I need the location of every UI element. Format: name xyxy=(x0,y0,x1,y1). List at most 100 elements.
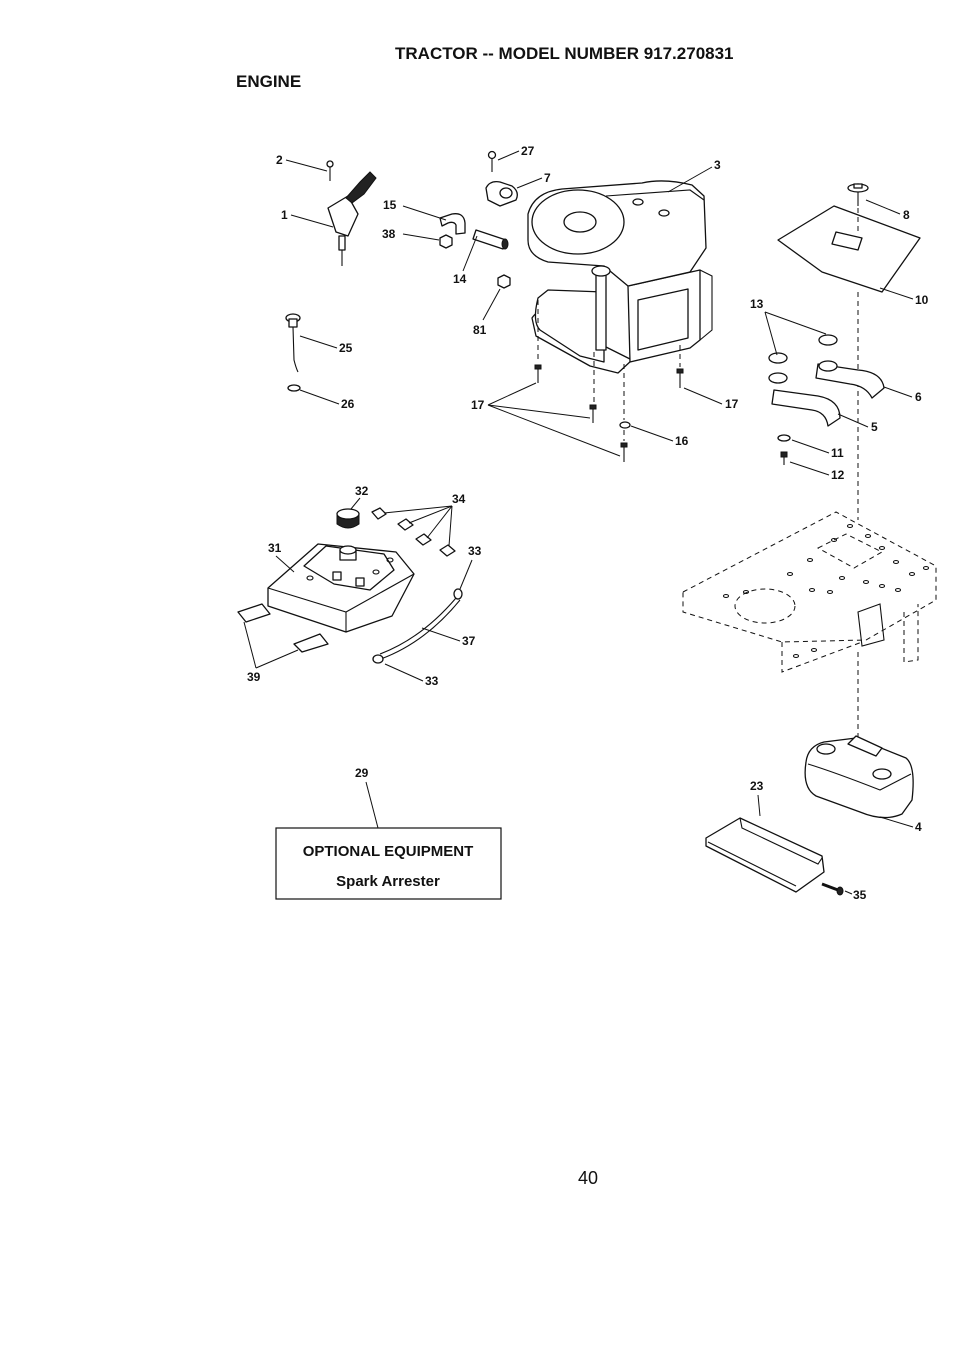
cable-end xyxy=(338,235,346,251)
leader-line xyxy=(426,505,453,539)
heat-shield-10 xyxy=(777,205,921,293)
muffler-inlet xyxy=(872,768,892,780)
pipe-6-flange xyxy=(818,360,838,372)
callout-label: 17 xyxy=(725,397,739,411)
callout-label: 23 xyxy=(750,779,764,793)
leader-line xyxy=(275,555,295,573)
frame-mount-bracket xyxy=(857,603,885,647)
frame-skirt xyxy=(781,641,863,673)
screw-27 xyxy=(487,150,497,160)
mounting-hole xyxy=(846,523,854,529)
leader-line xyxy=(789,461,830,476)
frame-mounting-holes xyxy=(722,523,930,659)
housing-fastener xyxy=(632,198,644,206)
dipstick-blade xyxy=(292,326,299,373)
leader-lines xyxy=(243,150,914,895)
heat-shield-cutout xyxy=(831,231,863,251)
page-title: TRACTOR -- MODEL NUMBER 917.270831 xyxy=(395,44,734,63)
leader-line xyxy=(630,425,674,442)
leader-line xyxy=(408,505,453,524)
fuel-line-fittings xyxy=(439,150,518,289)
callout-label: 7 xyxy=(544,171,551,185)
base-slot xyxy=(332,571,342,581)
leader-line xyxy=(299,335,338,349)
mounting-hole xyxy=(908,571,916,577)
optional-equipment-item: Spark Arrester xyxy=(336,873,440,890)
elbow-fitting-15 xyxy=(439,213,466,235)
leader-line xyxy=(402,205,447,221)
screw-35-head xyxy=(836,886,844,896)
base-hole xyxy=(306,575,314,581)
callout-label: 39 xyxy=(247,670,261,684)
bolt-17-head xyxy=(676,368,684,374)
callout-label: 37 xyxy=(462,634,476,648)
foam-pad-39 xyxy=(293,633,329,653)
nut-81 xyxy=(497,274,511,289)
leader-line xyxy=(365,781,379,829)
callout-label: 27 xyxy=(521,144,535,158)
housing-edge xyxy=(605,189,705,201)
callout-label: 81 xyxy=(473,323,487,337)
leader-line xyxy=(459,559,473,590)
exhaust-pipe-assembly xyxy=(768,334,885,465)
knob-32 xyxy=(336,508,360,520)
callout-label: 33 xyxy=(425,674,439,688)
optional-equipment-frame xyxy=(275,827,502,900)
leader-line xyxy=(844,890,853,895)
engine xyxy=(527,180,713,374)
frame-bracket xyxy=(903,604,919,663)
engine-mounting-hardware xyxy=(534,300,684,462)
callout-label: 5 xyxy=(871,420,878,434)
muffler-inlet xyxy=(816,743,836,755)
callout-label: 16 xyxy=(675,434,689,448)
mounting-hole xyxy=(922,565,930,571)
flywheel-hub xyxy=(563,211,597,233)
leader-line xyxy=(764,311,778,356)
shield-lip xyxy=(739,817,823,865)
dipstick-assembly xyxy=(285,313,301,392)
fuel-fitting-14 xyxy=(472,229,507,250)
mounting-hole xyxy=(892,559,900,565)
leader-line xyxy=(837,413,869,428)
washer-11 xyxy=(777,434,791,442)
callout-label: 3 xyxy=(714,158,721,172)
callout-label: 11 xyxy=(831,446,844,460)
foam-pad-39 xyxy=(237,603,271,623)
leader-line xyxy=(421,627,461,642)
callout-label: 25 xyxy=(339,341,353,355)
leader-line xyxy=(764,311,827,335)
leader-line xyxy=(243,621,257,669)
mounting-hole xyxy=(830,537,838,543)
leader-line xyxy=(290,214,334,228)
section-heading: ENGINE xyxy=(236,72,301,91)
mounting-hole xyxy=(838,575,846,581)
nut-38 xyxy=(439,234,453,249)
leader-line xyxy=(497,150,520,161)
leader-line xyxy=(757,794,761,817)
dipstick-handle xyxy=(288,318,298,328)
pipe-5-flange xyxy=(768,372,788,384)
o-ring-26 xyxy=(287,384,301,392)
leader-line xyxy=(384,663,424,682)
leader-line xyxy=(255,649,299,669)
base-slot xyxy=(355,577,365,587)
mounting-hole xyxy=(810,647,818,653)
throttle-control-assembly xyxy=(326,160,377,266)
mounting-hole xyxy=(806,557,814,563)
callout-label: 14 xyxy=(453,272,467,286)
plug-33 xyxy=(453,588,463,600)
mounting-hole xyxy=(742,589,750,595)
exhaust-gasket-13 xyxy=(818,334,838,346)
screw-head xyxy=(326,160,334,168)
leader-line xyxy=(482,288,501,321)
cylinder-cover-panel xyxy=(637,288,689,351)
bolt-12-head xyxy=(780,451,788,458)
foam-34 xyxy=(439,544,456,557)
mounting-hole xyxy=(862,579,870,585)
foam-34 xyxy=(371,507,387,520)
leader-line xyxy=(462,235,478,272)
callout-label: 1 xyxy=(281,208,288,222)
muffler-shield-23 xyxy=(705,817,825,893)
callout-label: 31 xyxy=(268,541,282,555)
